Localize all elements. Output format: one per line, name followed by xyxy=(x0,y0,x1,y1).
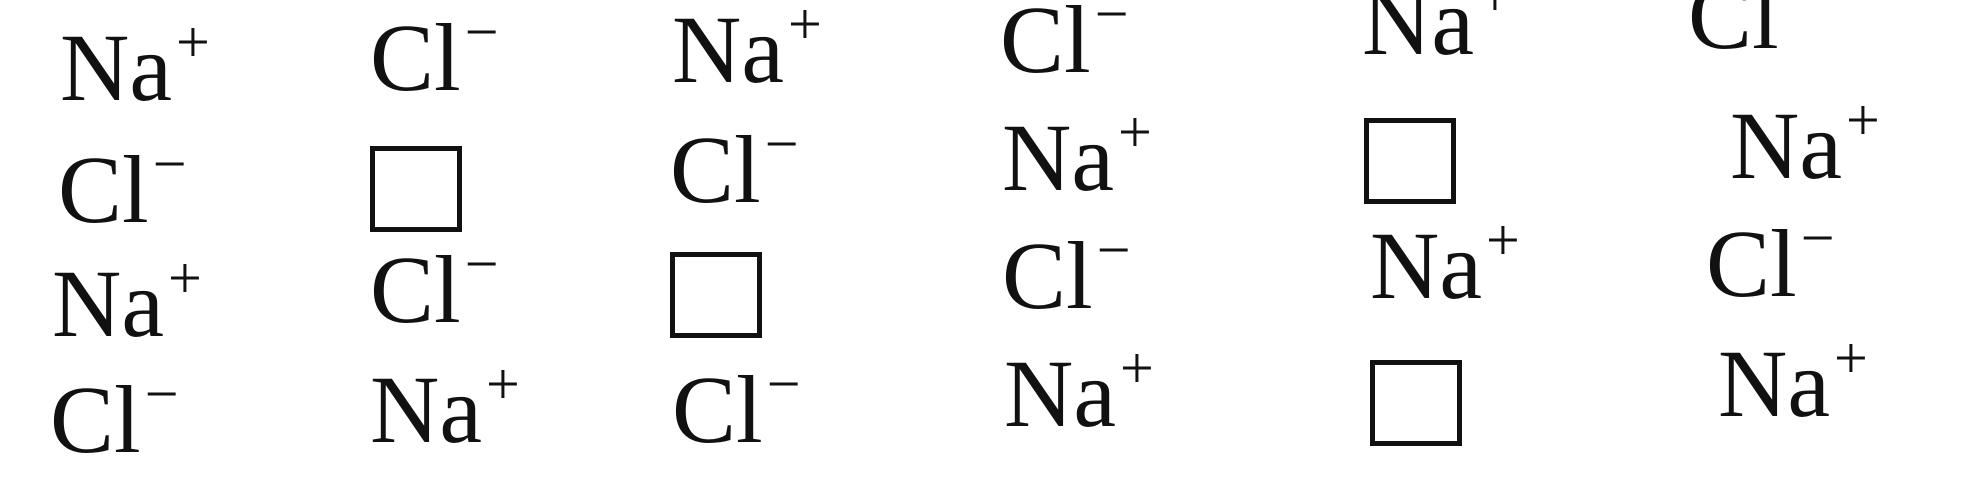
chloride-ion: Cl− xyxy=(50,361,179,473)
sodium-ion: Na+ xyxy=(1004,335,1154,447)
vacancy-square xyxy=(370,146,462,232)
chloride-ion: Cl− xyxy=(370,0,499,111)
chloride-ion: Cl− xyxy=(1002,217,1131,329)
chloride-ion: Cl− xyxy=(1000,0,1129,93)
sodium-ion: Na+ xyxy=(1002,99,1152,211)
sodium-ion: Na+ xyxy=(60,9,210,121)
vacancy-square xyxy=(1370,360,1462,446)
chloride-ion: Cl− xyxy=(1706,205,1835,317)
sodium-ion: Na+ xyxy=(370,351,520,463)
sodium-ion: Na+ xyxy=(1362,0,1512,75)
sodium-ion: Na+ xyxy=(1370,207,1520,319)
chloride-ion: Cl− xyxy=(58,131,187,243)
chloride-ion: Cl− xyxy=(672,351,801,463)
sodium-ion: Na+ xyxy=(1730,87,1880,199)
vacancy-square xyxy=(670,252,762,338)
chloride-ion: Cl− xyxy=(1688,0,1817,69)
sodium-ion: Na+ xyxy=(1718,325,1868,437)
chloride-ion: Cl− xyxy=(670,111,799,223)
sodium-ion: Na+ xyxy=(52,245,202,357)
chloride-ion: Cl− xyxy=(370,231,499,343)
sodium-ion: Na+ xyxy=(672,0,822,103)
vacancy-square xyxy=(1364,118,1456,204)
